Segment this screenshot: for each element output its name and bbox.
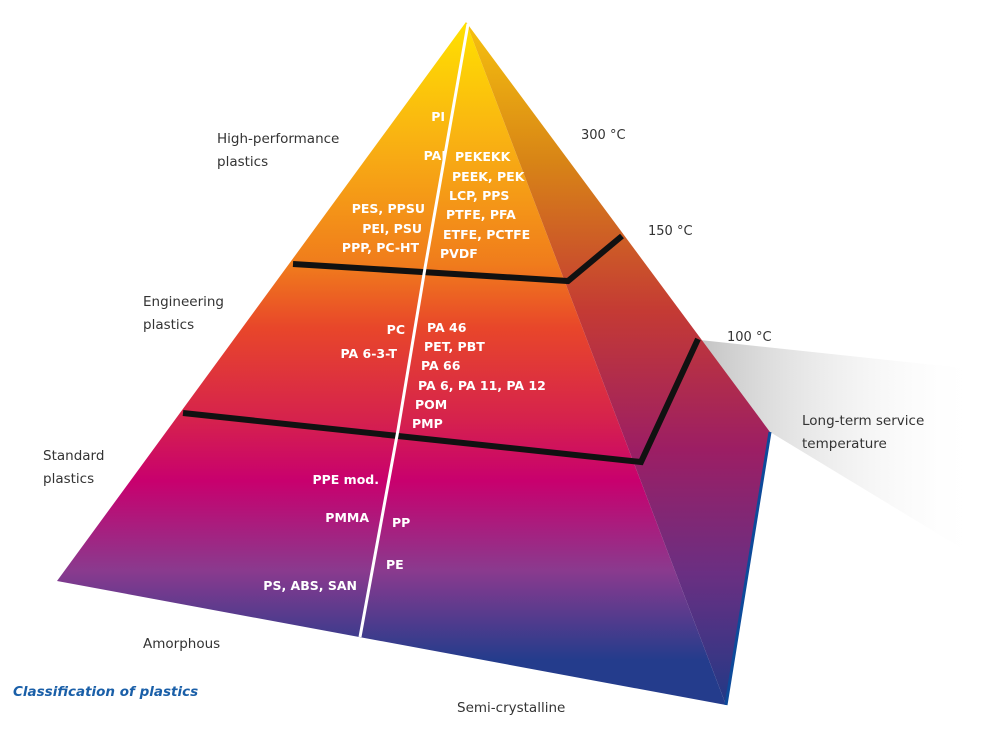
pyramid-right-edge xyxy=(724,431,772,706)
temp-100: 100 °C xyxy=(727,330,772,345)
tier-label-high-line1: High-performance xyxy=(217,131,339,147)
tier-label-standard-line2: plastics xyxy=(43,471,94,487)
amorphous-engineering-group: PC PA 6-3-T xyxy=(340,322,405,361)
material-label-amorphous-high-1: PAI xyxy=(424,148,446,163)
semicrystalline-standard-group: PP PE xyxy=(386,515,410,572)
temp-150: 150 °C xyxy=(648,224,693,239)
service-temperature-label: Long-term service temperature xyxy=(802,413,929,452)
material-label-amorphous-high-0: PI xyxy=(431,109,445,124)
material-label-semicrystalline-standard-0: PP xyxy=(392,515,410,530)
tier-label-high-line2: plastics xyxy=(217,154,268,170)
service-temperature-line1: Long-term service xyxy=(802,413,924,429)
material-label-semicrystalline-engineering-1: PET, PBT xyxy=(424,339,485,354)
material-label-semicrystalline-engineering-3: PA 6, PA 11, PA 12 xyxy=(418,378,546,393)
tier-label-standard: Standard plastics xyxy=(43,448,109,487)
material-label-semicrystalline-standard-1: PE xyxy=(386,557,404,572)
pyramid-front-face xyxy=(57,22,726,705)
material-label-semicrystalline-high-5: PVDF xyxy=(440,246,478,261)
pyramid-right-face xyxy=(466,22,770,705)
material-label-amorphous-high-2: PES, PPSU xyxy=(352,201,425,216)
semicrystalline-label: Semi-crystalline xyxy=(457,700,565,716)
service-temperature-line2: temperature xyxy=(802,436,887,452)
divider-engineering-standard xyxy=(182,337,701,466)
material-label-semicrystalline-engineering-5: PMP xyxy=(412,416,443,431)
material-label-amorphous-engineering-0: PC xyxy=(387,322,405,337)
tier-label-engineering: Engineering plastics xyxy=(143,294,228,333)
material-label-semicrystalline-high-0: PEKEKK xyxy=(455,149,512,164)
material-label-amorphous-standard-2: PS, ABS, SAN xyxy=(263,578,357,593)
material-label-amorphous-standard-0: PPE mod. xyxy=(312,472,379,487)
tier-label-engineering-line1: Engineering xyxy=(143,294,224,310)
material-label-amorphous-engineering-1: PA 6-3-T xyxy=(340,346,397,361)
material-label-amorphous-standard-1: PMMA xyxy=(325,510,369,525)
amorphous-high-group: PI PAI PES, PPSU PEI, PSU PPP, PC-HT xyxy=(342,109,446,255)
semicrystalline-high-group: PEKEKK PEEK, PEK LCP, PPS PTFE, PFA ETFE, PC… xyxy=(440,149,530,261)
pyramid-shadow xyxy=(700,340,981,560)
material-label-semicrystalline-high-1: PEEK, PEK xyxy=(452,169,526,184)
amorphous-standard-group: PPE mod. PMMA PS, ABS, SAN xyxy=(263,472,379,593)
material-label-amorphous-high-3: PEI, PSU xyxy=(362,221,422,236)
material-label-semicrystalline-engineering-2: PA 66 xyxy=(421,358,461,373)
divider-high-engineering xyxy=(292,233,624,285)
material-label-amorphous-high-4: PPP, PC-HT xyxy=(342,240,420,255)
figure-caption: Classification of plastics xyxy=(13,684,198,700)
material-label-semicrystalline-high-4: ETFE, PCTFE xyxy=(443,227,530,242)
material-label-semicrystalline-engineering-0: PA 46 xyxy=(427,320,467,335)
tier-label-engineering-line2: plastics xyxy=(143,317,194,333)
tier-label-high: High-performance plastics xyxy=(217,131,344,170)
semicrystalline-engineering-group: PA 46 PET, PBT PA 66 PA 6, PA 11, PA 12 POM P… xyxy=(412,320,546,431)
material-label-semicrystalline-engineering-4: POM xyxy=(415,397,447,412)
material-label-semicrystalline-high-3: PTFE, PFA xyxy=(446,207,516,222)
amorphous-semicrystalline-line xyxy=(358,23,470,638)
material-label-semicrystalline-high-2: LCP, PPS xyxy=(449,188,509,203)
temp-300: 300 °C xyxy=(581,128,626,143)
tier-label-standard-line1: Standard xyxy=(43,448,104,464)
amorphous-label: Amorphous xyxy=(143,636,220,652)
